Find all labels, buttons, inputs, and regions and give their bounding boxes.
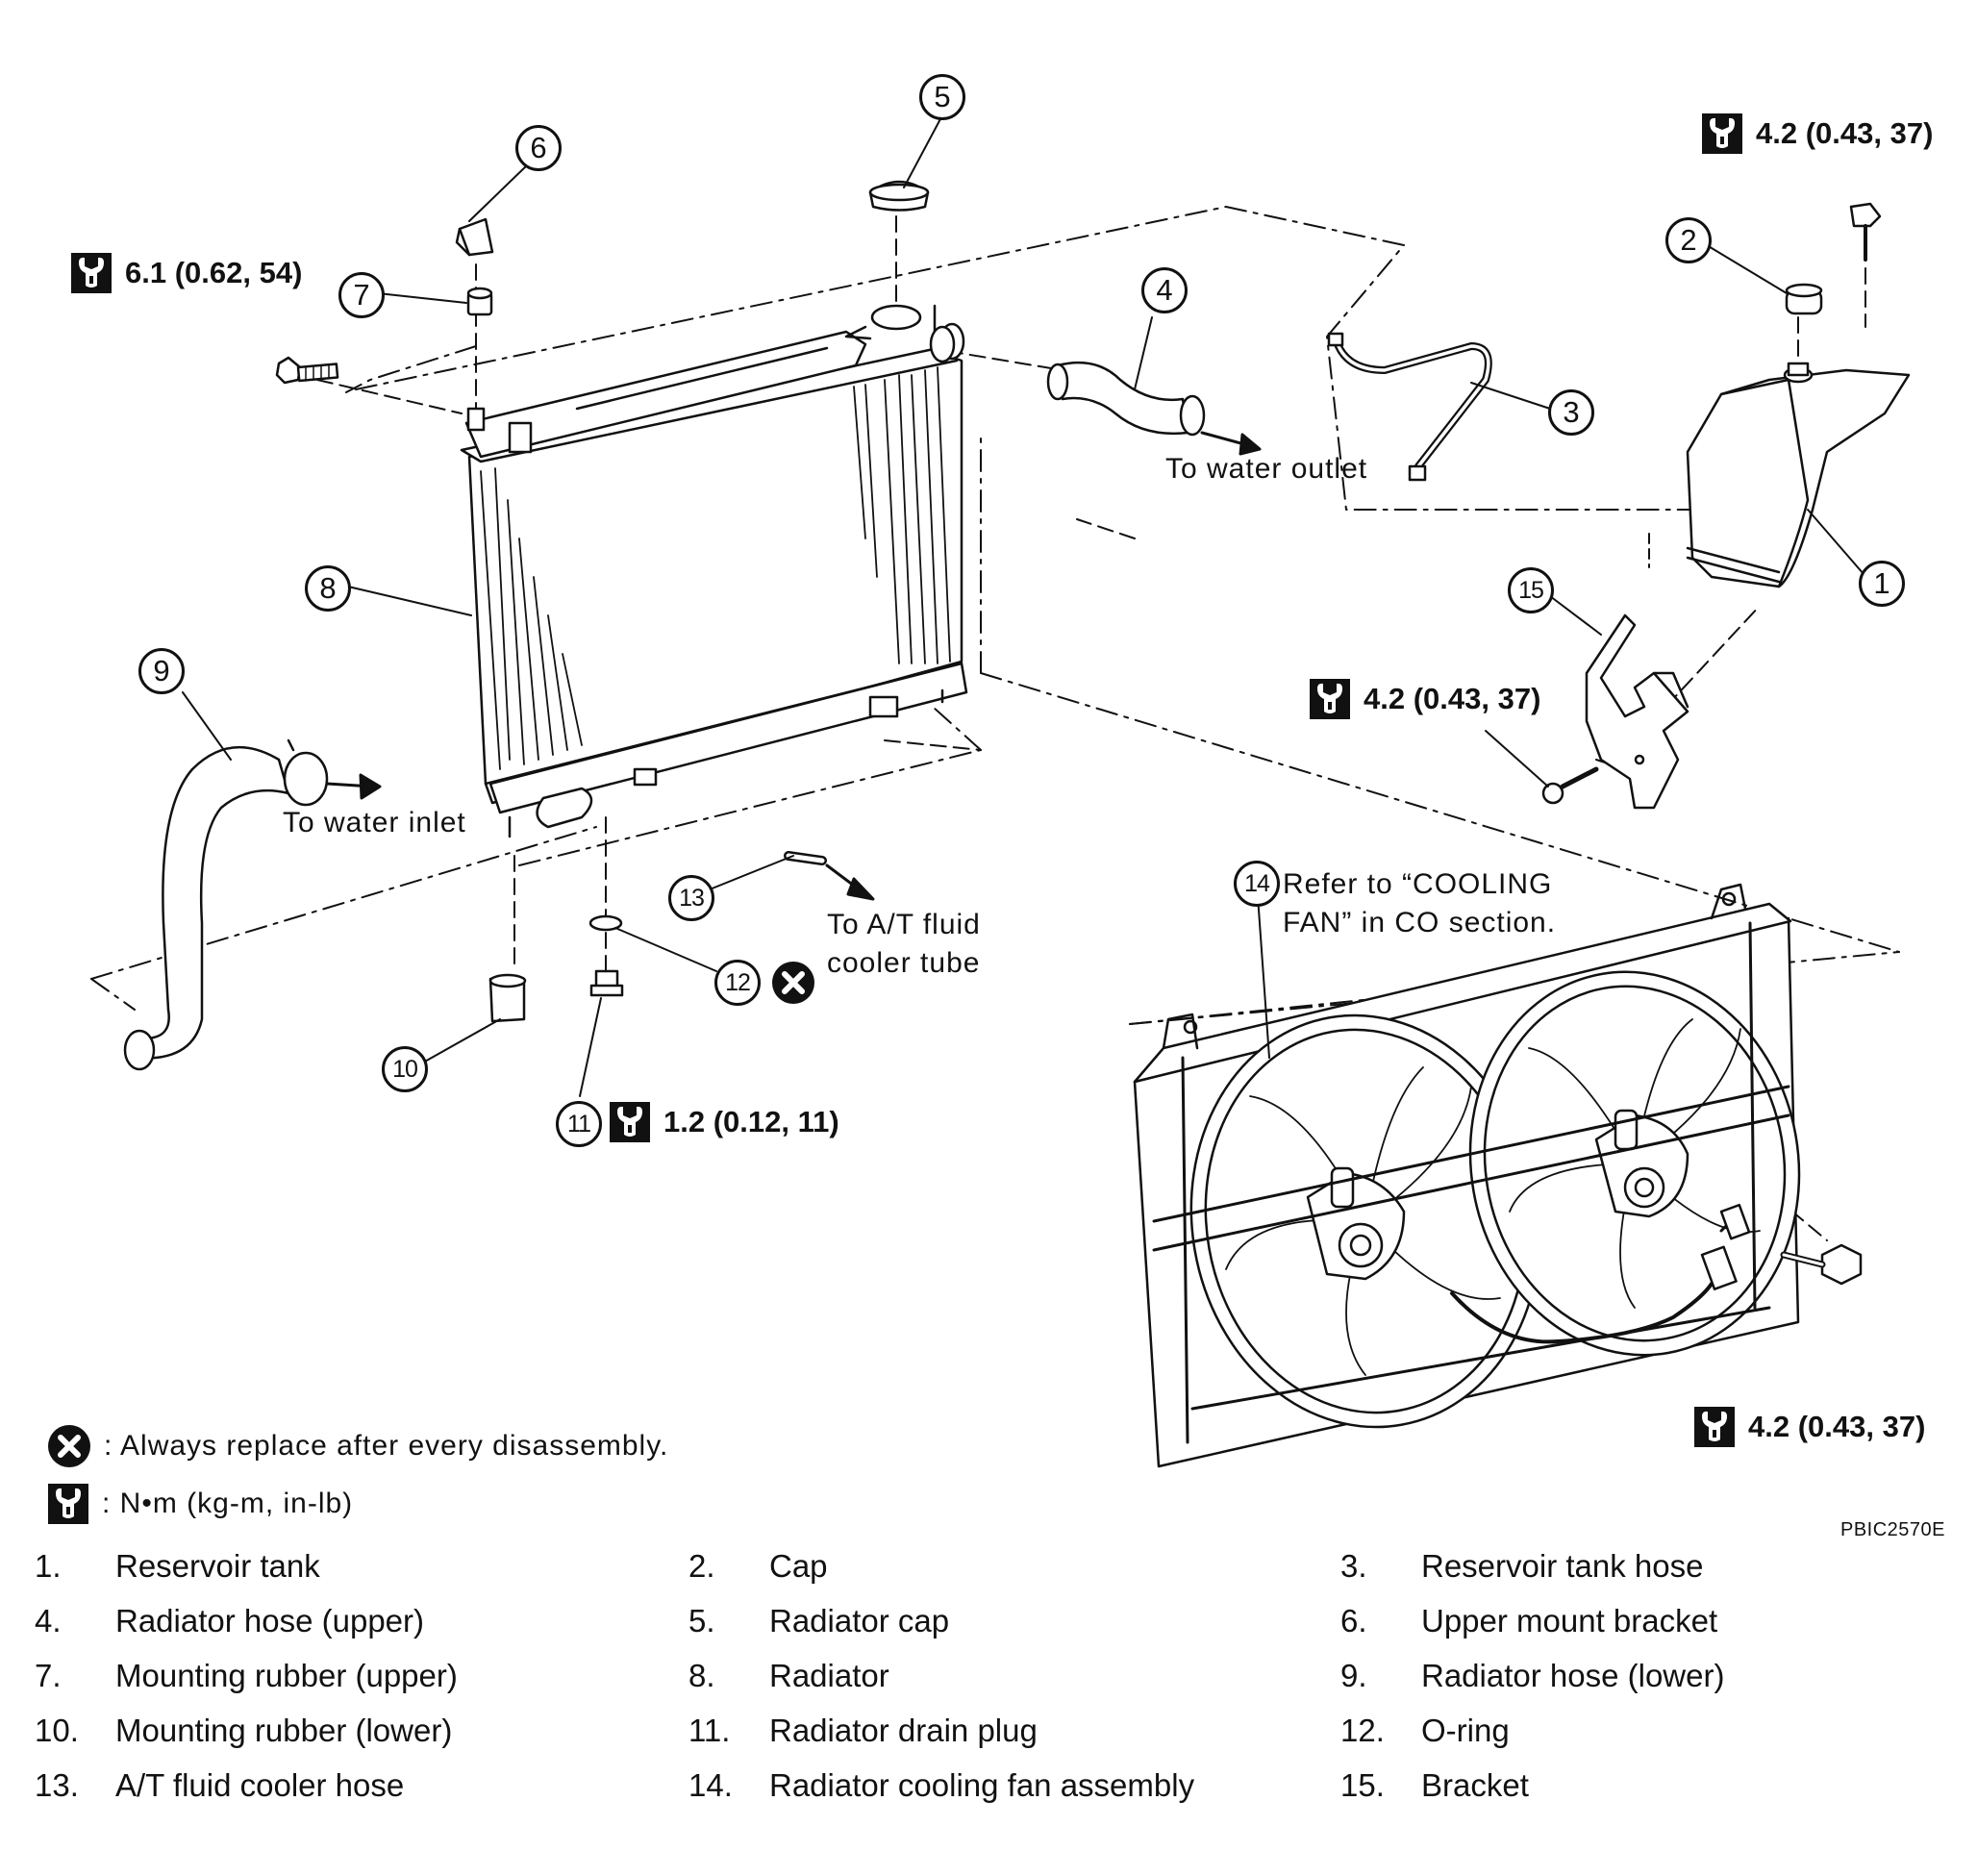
part-item: 5.Radiator cap bbox=[688, 1603, 950, 1638]
torque-wrench-icon bbox=[1310, 679, 1350, 719]
torque-spec-reservoir-bolt: 4.2 (0.43, 37) bbox=[1702, 113, 1933, 154]
part-item: 10.Mounting rubber (lower) bbox=[35, 1713, 453, 1748]
callout-14: 14 bbox=[1234, 861, 1280, 907]
part-item: 14.Radiator cooling fan assembly bbox=[688, 1767, 1195, 1803]
callout-7: 7 bbox=[338, 272, 385, 318]
part-item: 9.Radiator hose (lower) bbox=[1340, 1658, 1725, 1693]
leader-lines bbox=[182, 114, 1871, 1097]
callout-8: 8 bbox=[305, 565, 351, 612]
legend-replace: : Always replace after every disassembly… bbox=[48, 1425, 668, 1467]
part-item: 3.Reservoir tank hose bbox=[1340, 1548, 1704, 1584]
part-item: 7.Mounting rubber (upper) bbox=[35, 1658, 458, 1693]
note-to-water-inlet: To water inlet bbox=[283, 807, 466, 838]
o-ring-drawing bbox=[588, 914, 623, 932]
part-item: 6.Upper mount bracket bbox=[1340, 1603, 1718, 1638]
direction-arrows bbox=[325, 431, 1262, 901]
upper-mount-bracket-drawing bbox=[455, 217, 494, 257]
mounting-rubber-lower-drawing bbox=[488, 973, 527, 1023]
note-at-line1: To A/T fluid bbox=[827, 909, 981, 940]
callout-15: 15 bbox=[1508, 567, 1554, 613]
exploded-diagram bbox=[90, 114, 1911, 1468]
reservoir-tank-drawing bbox=[1686, 362, 1911, 588]
part-item: 8.Radiator bbox=[688, 1658, 889, 1693]
mounting-rubber-upper-drawing bbox=[466, 287, 493, 316]
part-item: 1.Reservoir tank bbox=[35, 1548, 320, 1584]
radiator-hose-lower-drawing bbox=[123, 738, 329, 1071]
callout-2: 2 bbox=[1665, 217, 1712, 263]
part-item: 2.Cap bbox=[688, 1548, 828, 1584]
torque-spec-bolt-radiator: 6.1 (0.62, 54) bbox=[71, 253, 302, 293]
legend-replace-text: : Always replace after every disassembly… bbox=[104, 1430, 669, 1462]
part-item: 12.O-ring bbox=[1340, 1713, 1510, 1748]
at-fluid-cooler-hose-drawing bbox=[784, 851, 827, 865]
callout-3: 3 bbox=[1548, 389, 1594, 436]
callout-4: 4 bbox=[1141, 267, 1188, 313]
callout-13: 13 bbox=[668, 875, 714, 921]
torque-spec-drain-plug: 1.2 (0.12, 11) bbox=[610, 1102, 839, 1142]
bolt-6-1-drawing bbox=[275, 356, 339, 385]
part-item: 11.Radiator drain plug bbox=[688, 1713, 1038, 1748]
callout-10: 10 bbox=[382, 1046, 428, 1092]
legend-torque-text: : N•m (kg-m, in-lb) bbox=[102, 1488, 354, 1519]
torque-value: 6.1 (0.62, 54) bbox=[125, 256, 303, 289]
drain-plug-drawing bbox=[589, 969, 624, 997]
note-fan-line2: FAN” in CO section. bbox=[1283, 907, 1557, 938]
torque-value: 4.2 (0.43, 37) bbox=[1748, 1410, 1926, 1443]
torque-value: 1.2 (0.12, 11) bbox=[663, 1105, 839, 1138]
torque-wrench-icon bbox=[48, 1484, 88, 1524]
torque-spec-bracket-bolt: 4.2 (0.43, 37) bbox=[1310, 679, 1540, 719]
callout-5: 5 bbox=[919, 74, 965, 120]
torque-wrench-icon bbox=[610, 1102, 650, 1142]
callout-6: 6 bbox=[515, 125, 562, 171]
note-to-water-outlet: To water outlet bbox=[1165, 453, 1368, 485]
note-fan-line1: Refer to “COOLING bbox=[1283, 868, 1553, 900]
torque-value: 4.2 (0.43, 37) bbox=[1756, 116, 1934, 150]
bracket-drawing bbox=[1585, 613, 1689, 810]
radiator-cap-drawing bbox=[868, 180, 930, 212]
bolt-top-right-drawing bbox=[1849, 202, 1882, 262]
legend-torque-unit: : N•m (kg-m, in-lb) bbox=[48, 1484, 353, 1524]
torque-wrench-icon bbox=[1702, 113, 1742, 154]
torque-spec-fan-bolt: 4.2 (0.43, 37) bbox=[1694, 1407, 1925, 1447]
reference-plane-lines bbox=[90, 206, 1900, 1025]
cap-2-drawing bbox=[1785, 283, 1823, 315]
torque-value: 4.2 (0.43, 37) bbox=[1364, 682, 1541, 715]
callout-1: 1 bbox=[1859, 561, 1905, 607]
figure-code: PBIC2570E bbox=[1840, 1519, 1946, 1540]
cooling-fan-assembly-drawing bbox=[1133, 883, 1801, 1468]
radiator-drawing bbox=[460, 304, 968, 838]
bolt-bracket-drawing bbox=[1541, 766, 1599, 805]
fan-bolt-drawing bbox=[1780, 1243, 1863, 1286]
part-item: 4.Radiator hose (upper) bbox=[35, 1603, 425, 1638]
part-item: 13.A/T fluid cooler hose bbox=[35, 1767, 405, 1803]
radiator-hose-upper-drawing bbox=[1046, 361, 1206, 437]
torque-wrench-icon bbox=[71, 253, 112, 293]
note-at-line2: cooler tube bbox=[827, 947, 981, 979]
replace-x-icon bbox=[772, 962, 814, 1004]
callout-11: 11 bbox=[556, 1101, 602, 1147]
reservoir-tank-hose-drawing bbox=[1327, 332, 1492, 482]
part-item: 15.Bracket bbox=[1340, 1767, 1529, 1803]
callout-9: 9 bbox=[138, 648, 185, 694]
replace-x-icon bbox=[48, 1425, 90, 1467]
callout-12: 12 bbox=[714, 960, 761, 1006]
torque-wrench-icon bbox=[1694, 1407, 1735, 1447]
